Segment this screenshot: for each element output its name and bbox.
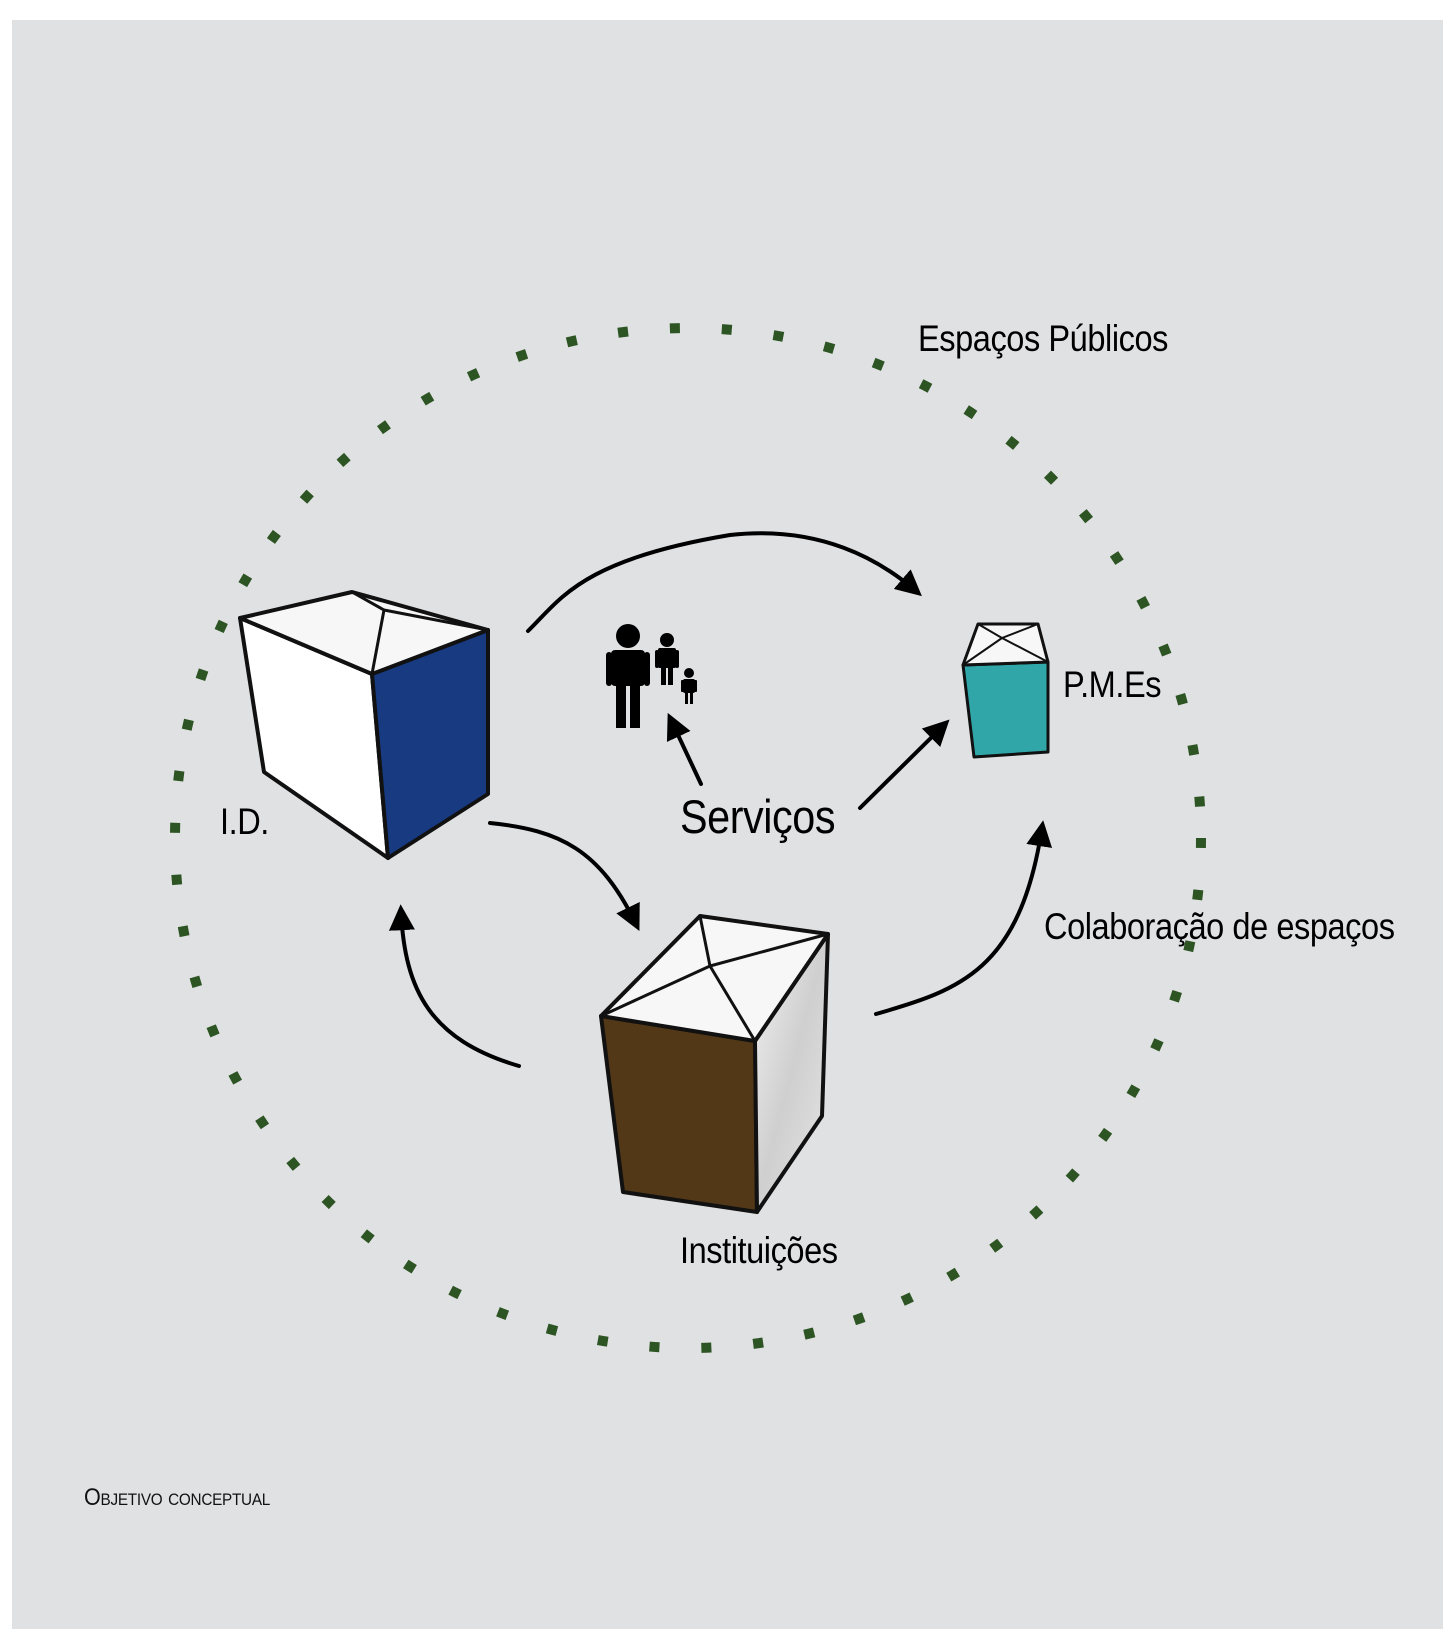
smes-cube bbox=[961, 622, 1050, 759]
services-label: Serviços bbox=[680, 790, 836, 843]
arrow-services-to-people bbox=[666, 712, 703, 786]
arrow-rd-to-institutions bbox=[488, 821, 640, 932]
arrow-services-to-smes bbox=[858, 719, 950, 810]
institutions-label: Instituições bbox=[680, 1230, 838, 1271]
flow-arrows bbox=[388, 531, 1053, 1068]
space-collaboration-label: Colaboração de espaços bbox=[1044, 906, 1395, 947]
smes-label: P.M.Es bbox=[1063, 664, 1162, 705]
people-family-icon bbox=[606, 624, 697, 728]
institutions-cube bbox=[599, 914, 830, 1214]
diagram-background bbox=[12, 20, 1443, 1629]
rd-label: I.D. bbox=[220, 801, 269, 842]
public-spaces-ring bbox=[170, 323, 1206, 1353]
arrow-rd-to-smes bbox=[526, 531, 922, 633]
figure-caption: Objetivo conceptual bbox=[84, 1484, 271, 1511]
arrow-institutions-to-rd bbox=[388, 904, 521, 1068]
rd-cube bbox=[238, 590, 490, 860]
arrow-institutions-to-colab bbox=[874, 820, 1053, 1016]
public-spaces-label: Espaços Públicos bbox=[918, 318, 1168, 359]
